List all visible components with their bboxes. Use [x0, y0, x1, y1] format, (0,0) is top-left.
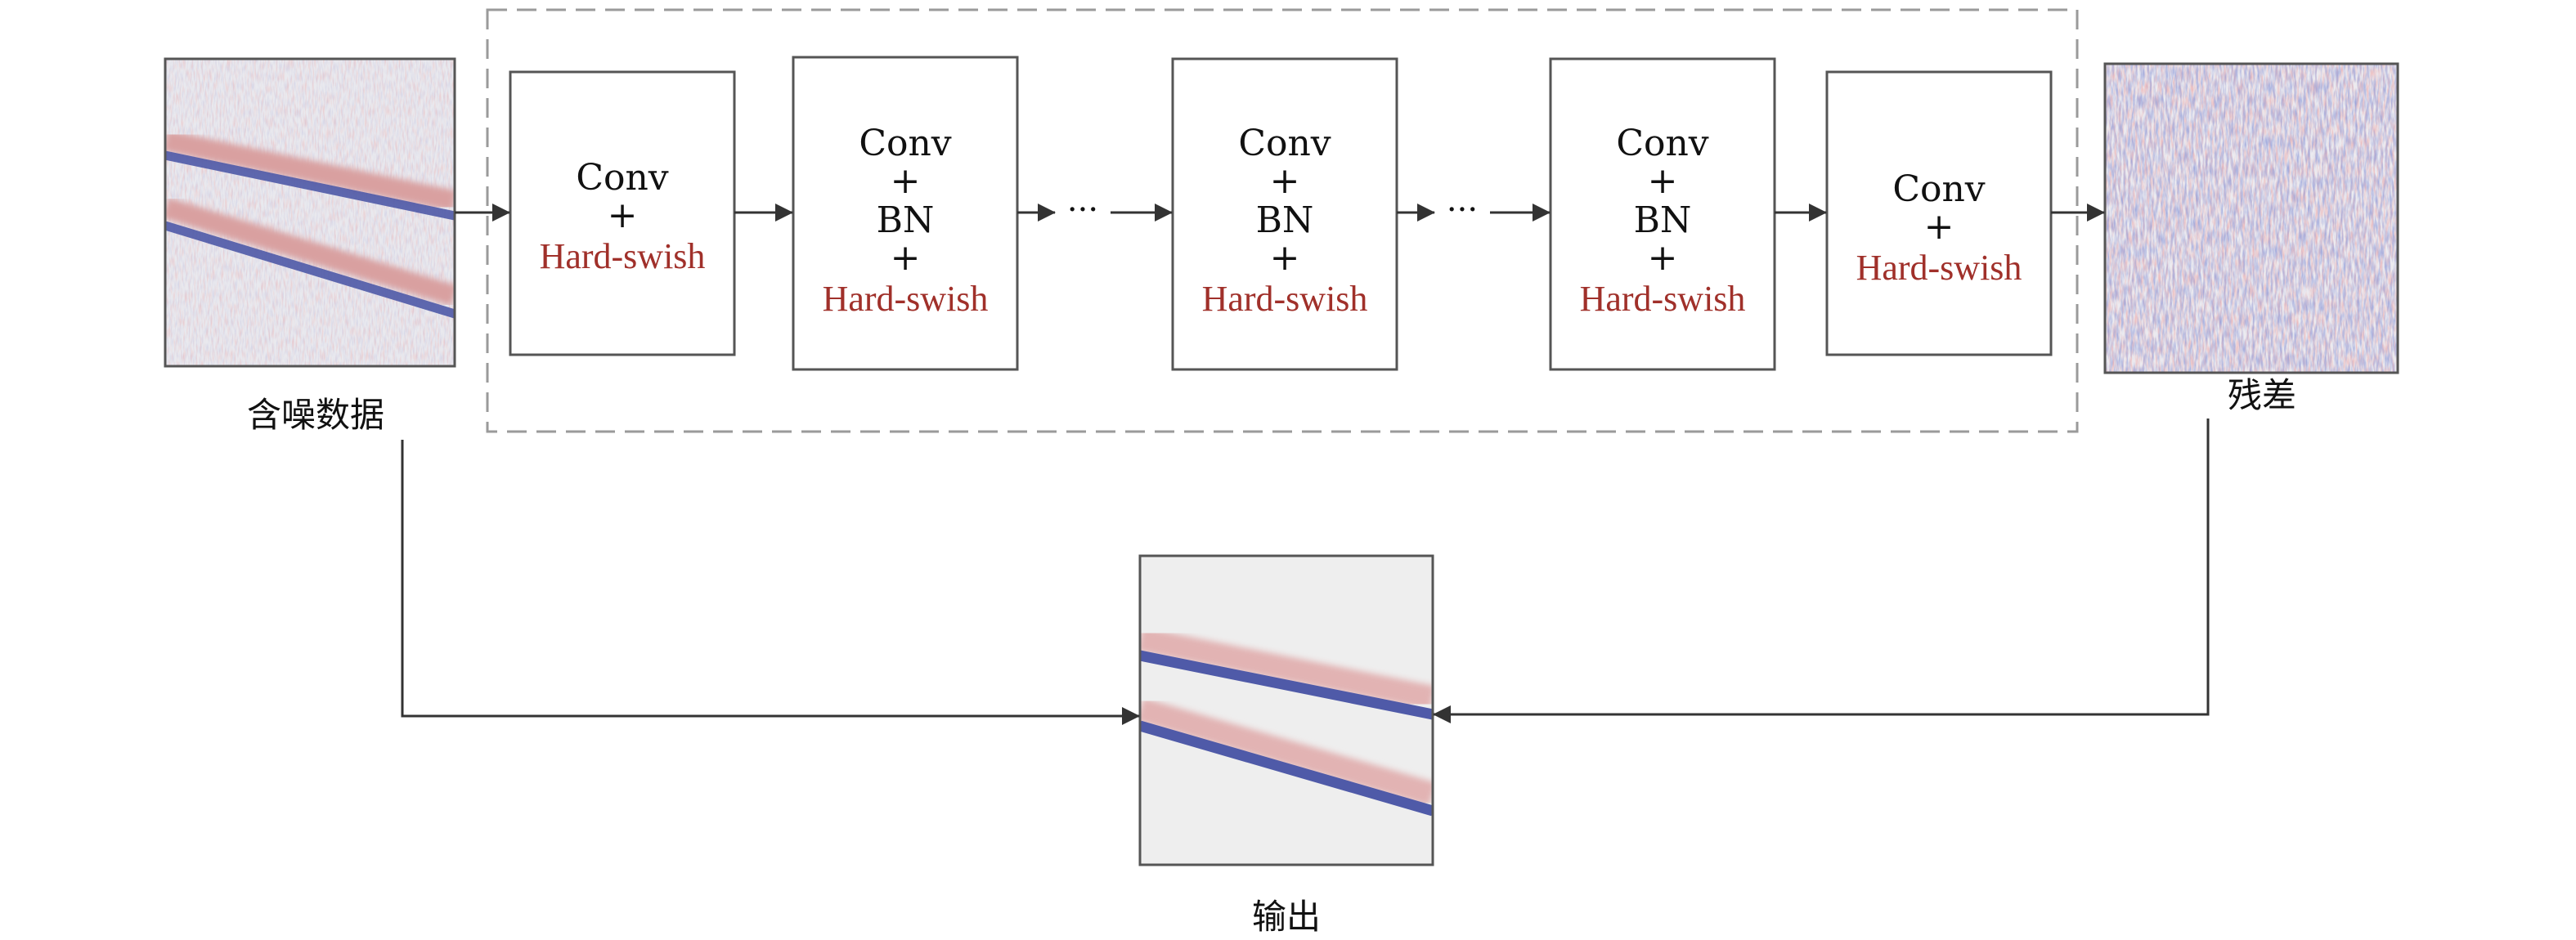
block-2: Conv + BN + Hard-swish	[792, 56, 1019, 371]
block-4-line-2: +	[1648, 160, 1678, 202]
block-5-line-3: Hard-swish	[1856, 248, 2022, 288]
block-2-line-4: +	[891, 237, 921, 279]
output-caption: 输出	[1252, 897, 1321, 937]
residual-caption: 残差	[2228, 375, 2296, 415]
block-1-line-1: Conv	[576, 157, 668, 199]
block-3-line-1: Conv	[1238, 123, 1331, 164]
network-dashed-frame	[486, 8, 2079, 433]
block-5-line-2: +	[1924, 206, 1954, 248]
block-5: Conv + Hard-swish	[1825, 70, 2053, 356]
connector-residual-to-output	[1433, 419, 2210, 723]
block-3-line-4: +	[1270, 237, 1300, 279]
block-1-line-2: +	[608, 195, 638, 236]
block-2-line-5: Hard-swish	[823, 279, 989, 319]
ellipsis-2: ···	[1447, 191, 1478, 229]
block-3-line-5: Hard-swish	[1202, 279, 1368, 319]
ellipsis-1: ···	[1067, 191, 1098, 229]
output-image	[1138, 554, 1434, 866]
block-2-line-3: BN	[877, 199, 935, 241]
block-4-line-3: BN	[1634, 199, 1692, 241]
block-1-line-3: Hard-swish	[540, 236, 706, 276]
block-1: Conv + Hard-swish	[509, 70, 736, 356]
block-3-line-3: BN	[1256, 199, 1314, 241]
block-4-line-4: +	[1648, 237, 1678, 279]
residual-image	[2103, 62, 2399, 374]
block-2-line-2: +	[891, 160, 921, 202]
block-4-line-5: Hard-swish	[1580, 279, 1746, 319]
block-2-line-1: Conv	[859, 123, 951, 164]
connector-noisy-to-output	[401, 440, 1140, 725]
block-3: Conv + BN + Hard-swish	[1171, 57, 1398, 371]
block-3-line-2: +	[1270, 160, 1300, 202]
block-4-line-1: Conv	[1616, 123, 1708, 164]
noisy-data-caption: 含噪数据	[247, 395, 384, 435]
block-4: Conv + BN + Hard-swish	[1549, 57, 1776, 371]
block-5-line-1: Conv	[1892, 168, 1985, 210]
noisy-data-image	[164, 57, 456, 368]
